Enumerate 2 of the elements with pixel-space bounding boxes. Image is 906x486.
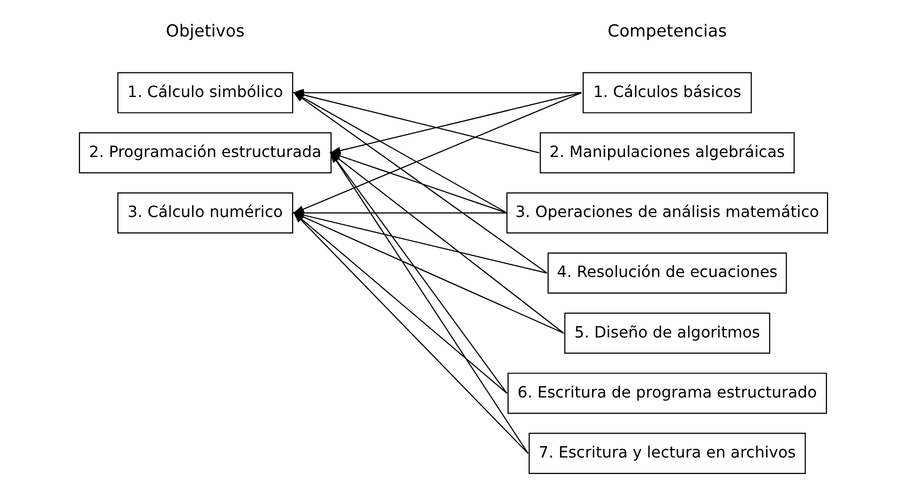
label: Objetivos (165, 21, 244, 40)
label: Competencias (607, 21, 726, 40)
